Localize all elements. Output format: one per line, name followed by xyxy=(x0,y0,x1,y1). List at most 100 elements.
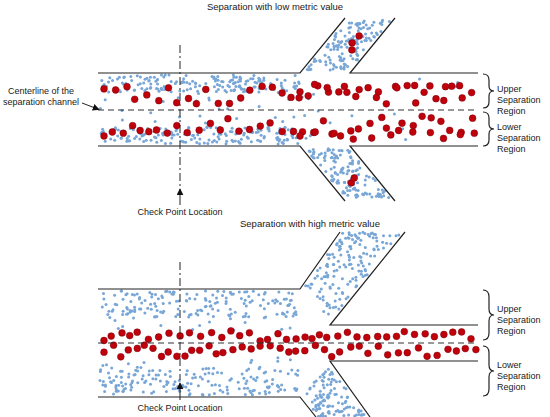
large-particle xyxy=(126,332,133,339)
small-particle xyxy=(346,283,349,286)
small-particle xyxy=(154,378,157,381)
large-particle xyxy=(350,136,357,143)
small-particle xyxy=(287,292,290,295)
small-particle xyxy=(334,35,337,38)
small-particle xyxy=(159,324,162,327)
small-particle xyxy=(133,374,136,377)
small-particle xyxy=(169,370,172,373)
small-particle xyxy=(348,259,351,262)
small-particle xyxy=(271,382,274,385)
small-particle xyxy=(331,253,334,256)
check-point-line xyxy=(180,45,181,400)
small-particle xyxy=(389,242,392,245)
small-particle xyxy=(195,293,198,296)
small-particle xyxy=(343,181,346,184)
large-particle xyxy=(395,349,402,356)
small-particle xyxy=(335,243,338,246)
small-particle xyxy=(351,277,354,280)
small-particle xyxy=(333,256,336,259)
small-particle xyxy=(334,172,337,175)
small-particle xyxy=(217,79,220,82)
small-particle xyxy=(210,304,213,307)
small-particle xyxy=(310,282,313,285)
small-particle xyxy=(108,376,111,379)
small-particle xyxy=(332,63,335,66)
small-particle xyxy=(214,79,217,82)
large-particle xyxy=(375,343,382,350)
small-particle xyxy=(194,85,197,88)
small-particle xyxy=(285,298,288,301)
small-particle xyxy=(333,48,336,51)
small-particle xyxy=(259,304,262,307)
small-particle xyxy=(170,80,173,83)
large-particle xyxy=(462,345,469,352)
small-particle xyxy=(257,91,260,94)
small-particle xyxy=(260,134,263,137)
small-particle xyxy=(373,36,376,39)
small-particle xyxy=(332,42,335,45)
small-particle xyxy=(327,397,330,400)
small-particle xyxy=(331,378,334,381)
small-particle xyxy=(319,376,322,379)
small-particle xyxy=(373,248,376,251)
check-point-label: Check Point Location xyxy=(110,207,250,218)
small-particle xyxy=(197,384,200,387)
small-particle xyxy=(186,382,189,385)
small-particle xyxy=(377,248,380,251)
small-particle xyxy=(164,74,167,77)
small-particle xyxy=(222,290,225,293)
small-particle xyxy=(160,87,163,90)
large-particle xyxy=(215,100,222,107)
small-particle xyxy=(351,238,354,241)
small-particle xyxy=(174,387,177,390)
small-particle xyxy=(153,76,156,79)
small-particle xyxy=(263,135,266,138)
large-particle xyxy=(193,100,200,107)
small-particle xyxy=(352,188,355,191)
large-particle xyxy=(401,328,408,335)
small-particle xyxy=(122,76,125,79)
small-particle xyxy=(256,376,259,379)
small-particle xyxy=(226,392,229,395)
small-particle xyxy=(118,76,121,79)
small-particle xyxy=(314,277,317,280)
small-particle xyxy=(225,302,228,305)
small-particle xyxy=(121,313,124,316)
large-particle xyxy=(158,353,165,360)
small-particle xyxy=(385,242,388,245)
small-particle xyxy=(195,141,198,144)
small-particle xyxy=(189,87,192,90)
small-particle xyxy=(369,255,372,258)
small-particle xyxy=(281,86,284,89)
small-particle xyxy=(212,133,215,136)
small-particle xyxy=(121,325,124,328)
small-particle xyxy=(205,126,208,129)
small-particle xyxy=(184,141,187,144)
small-particle xyxy=(338,245,341,248)
large-particle xyxy=(218,334,225,341)
large-particle xyxy=(301,347,308,354)
small-particle xyxy=(216,83,219,86)
region-bracket xyxy=(483,74,494,396)
small-particle xyxy=(120,381,123,384)
small-particle xyxy=(162,385,165,388)
small-particle xyxy=(199,114,202,117)
large-particle xyxy=(421,89,428,96)
small-particle xyxy=(357,162,360,165)
small-particle xyxy=(189,392,192,395)
small-particle xyxy=(418,78,421,81)
small-particle xyxy=(382,234,385,237)
small-particle xyxy=(340,59,343,62)
small-particle xyxy=(331,283,334,286)
small-particle xyxy=(218,384,221,387)
small-particle xyxy=(322,393,325,396)
small-particle xyxy=(192,134,195,137)
small-particle xyxy=(327,378,330,381)
small-particle xyxy=(326,383,329,386)
small-particle xyxy=(147,373,150,376)
small-particle xyxy=(364,32,367,35)
large-particle xyxy=(335,89,342,96)
large-particle xyxy=(337,133,344,140)
small-particle xyxy=(292,315,295,318)
